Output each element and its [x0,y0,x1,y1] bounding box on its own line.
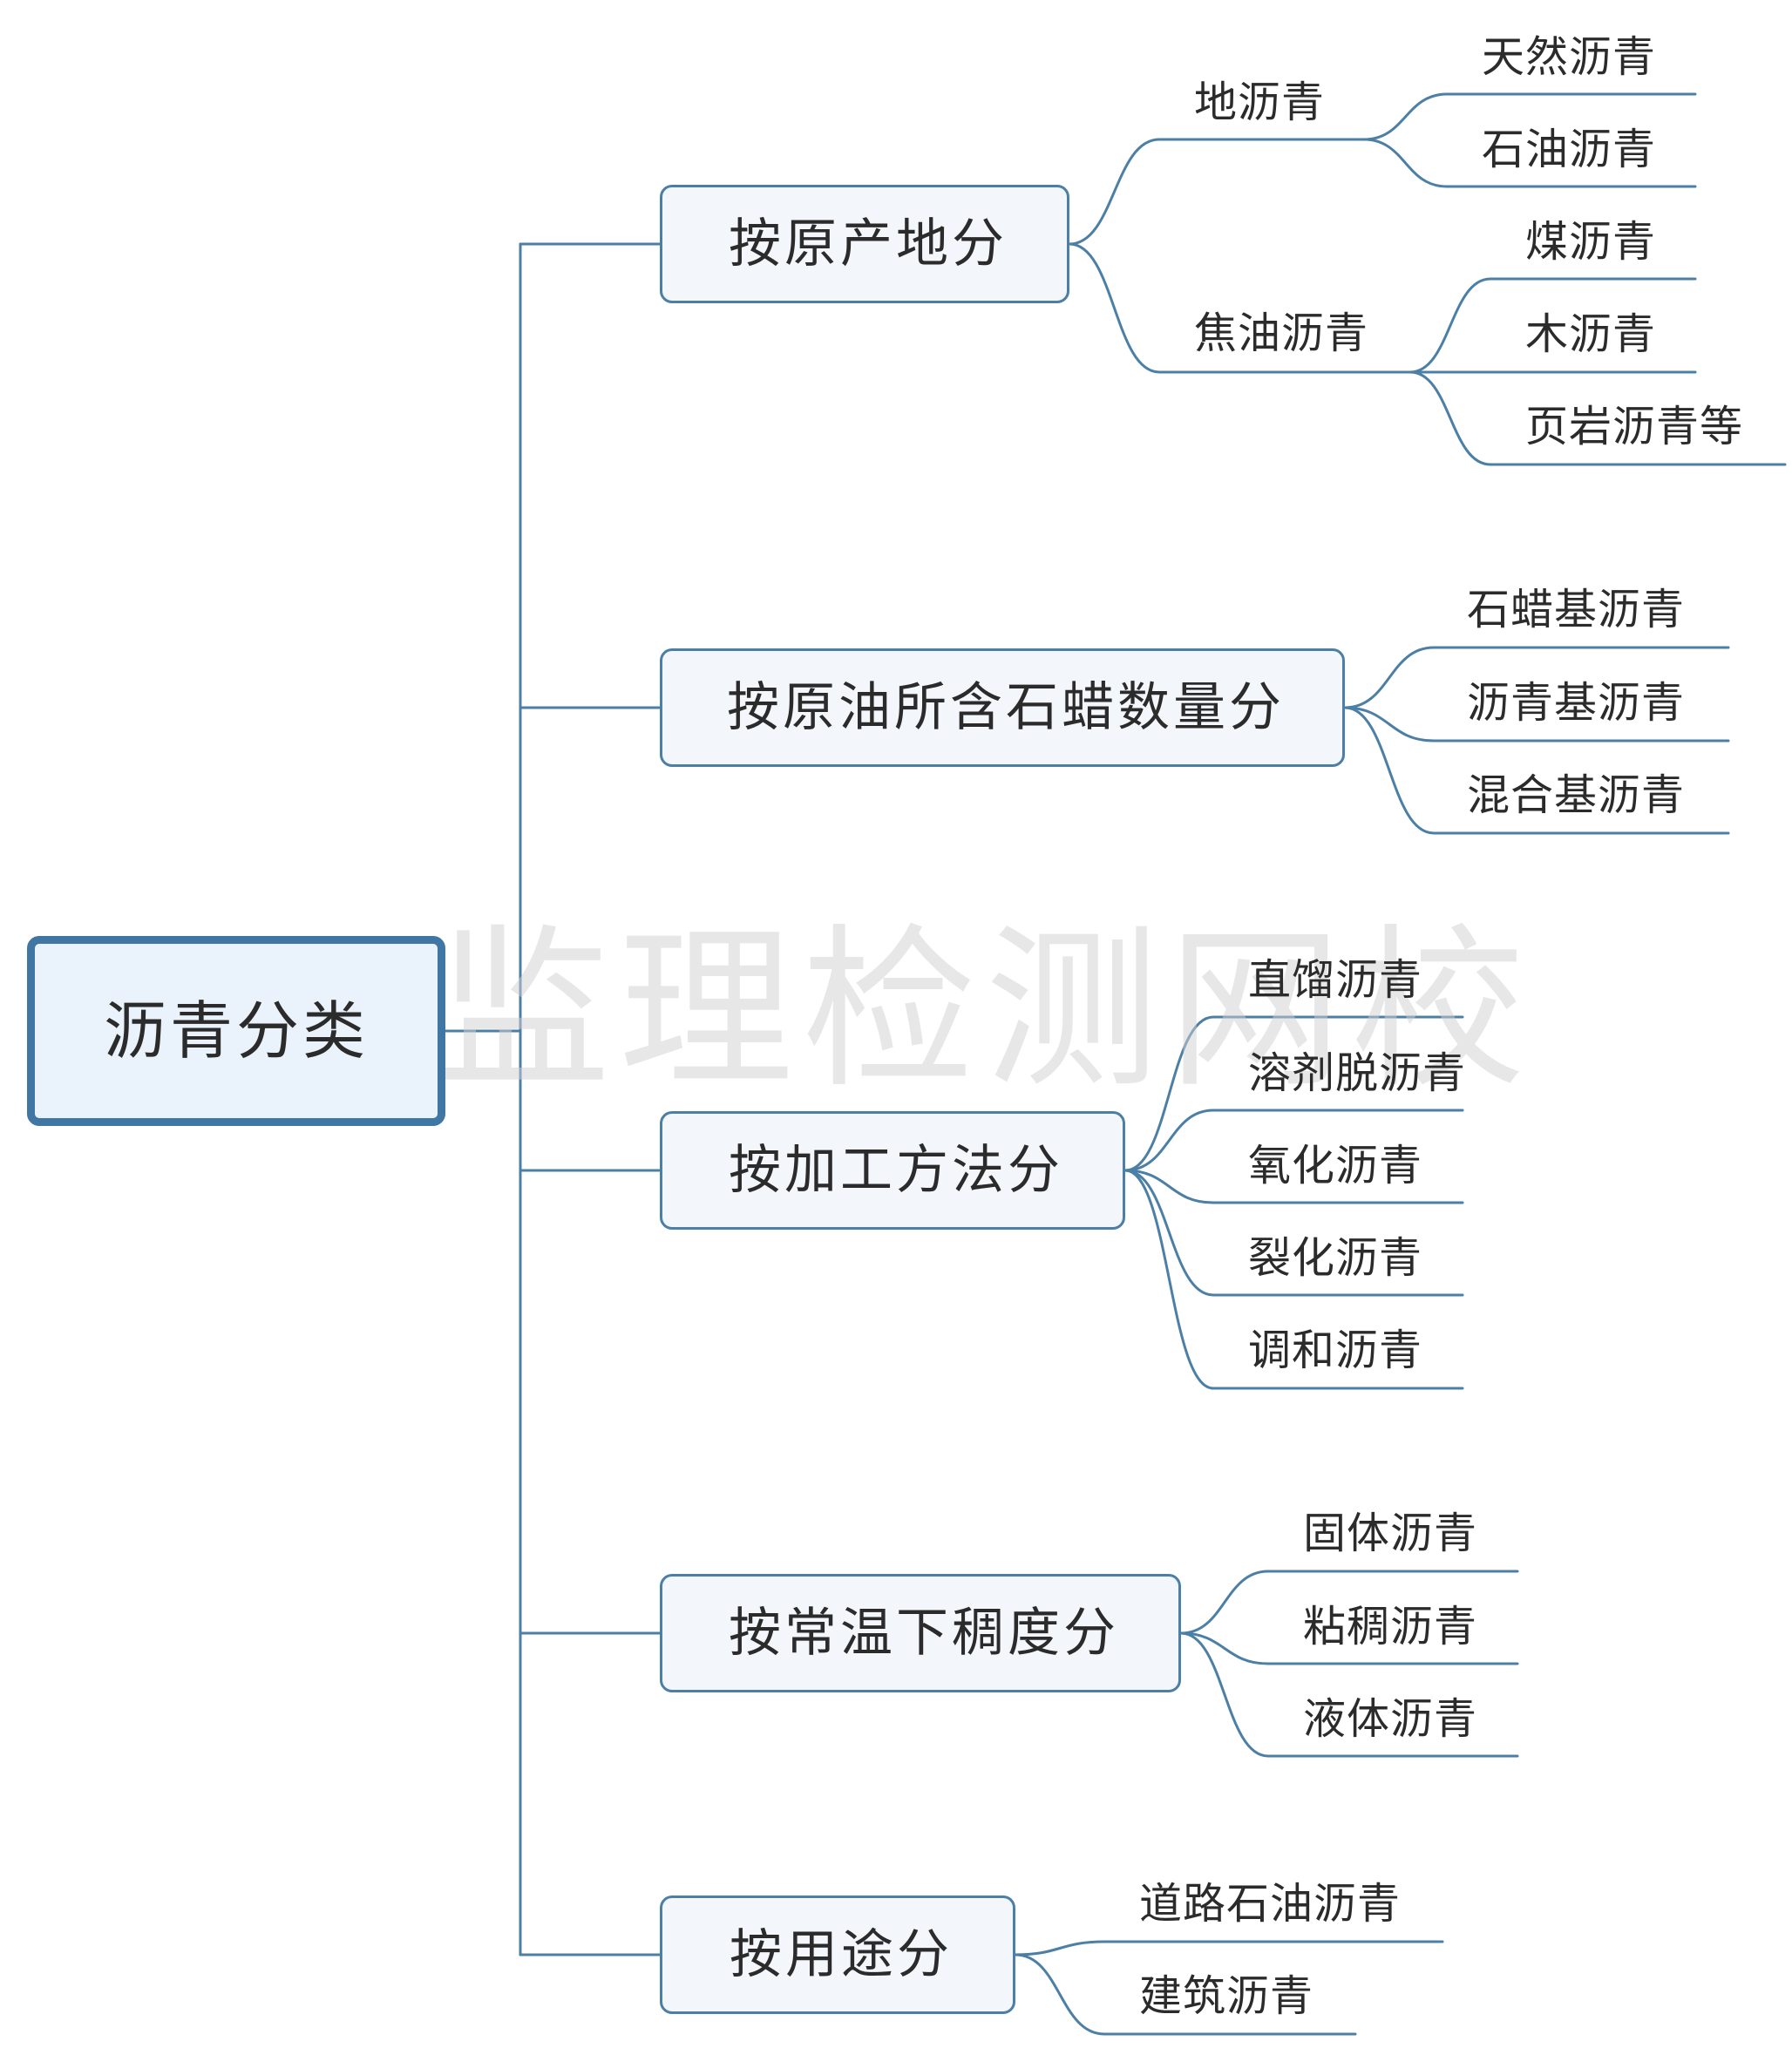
leaf-label[interactable]: 溶剂脱沥青 [1248,1048,1467,1098]
connector-origin-tar [1068,242,1412,374]
branch-node-wax-content[interactable]: 按原油所含石蜡数量分 [660,648,1345,767]
connector-leaf [1408,277,1697,374]
leaf-label[interactable]: 天然沥青 [1482,32,1657,82]
connector-leaf [1179,1631,1519,1665]
connector-leaf [1343,706,1730,835]
branch-node-origin[interactable]: 按原产地分 [660,185,1069,303]
connector-leaf [1343,706,1730,743]
connector-leaf [1123,1109,1464,1172]
watermark: 监理检测网校 [436,909,1535,1112]
connector-leaf [1179,1570,1519,1635]
leaf-label[interactable]: 沥青基沥青 [1467,678,1686,728]
leaf-label[interactable]: 石油沥青 [1482,125,1657,174]
connector-leaf [1408,370,1787,466]
leaf-label[interactable]: 煤沥青 [1525,217,1657,267]
branch-label: 按原产地分 [729,214,1008,275]
connector-leaf [1123,1169,1464,1390]
branch-label: 按加工方法分 [729,1140,1063,1201]
leaf-label[interactable]: 页岩沥青等 [1525,402,1744,451]
subbranch-label-tar-asphalt[interactable]: 焦油沥青 [1194,309,1369,358]
leaf-label[interactable]: 建筑沥青 [1139,1971,1314,2021]
leaf-label[interactable]: 液体沥青 [1303,1694,1478,1744]
leaf-label[interactable]: 石蜡基沥青 [1467,585,1686,634]
branch-node-usage[interactable]: 按用途分 [660,1895,1015,2014]
branch-node-consistency[interactable]: 按常温下稠度分 [660,1574,1181,1692]
leaf-label[interactable]: 裂化沥青 [1248,1233,1423,1283]
connector-leaf [1014,1940,1444,1956]
branch-label: 按用途分 [730,1924,953,1985]
leaf-label[interactable]: 混合基沥青 [1467,770,1686,820]
subbranch-label-natural-asphalt[interactable]: 地沥青 [1194,78,1326,127]
leaf-label[interactable]: 道路石油沥青 [1139,1879,1402,1929]
leaf-label[interactable]: 木沥青 [1525,309,1657,359]
leaf-label[interactable]: 粘稠沥青 [1303,1602,1478,1651]
connector-leaf [1179,1631,1519,1758]
connector-leaf [1123,1169,1464,1204]
root-label: 沥青分类 [103,994,369,1068]
connector-leaf [1014,1953,1357,2036]
leaf-label[interactable]: 氧化沥青 [1248,1141,1423,1190]
connector-leaf [1123,1015,1464,1172]
connector-leaf [1362,92,1697,141]
connector-leaf [1343,646,1730,709]
connector-leaf [1362,138,1697,188]
leaf-label[interactable]: 直馏沥青 [1248,955,1423,1005]
connector-leaf [1123,1169,1464,1297]
branch-node-processing[interactable]: 按加工方法分 [660,1111,1125,1230]
leaf-label[interactable]: 固体沥青 [1303,1509,1478,1558]
connector-origin-natural [1068,138,1366,246]
root-node[interactable]: 沥青分类 [27,936,445,1126]
branch-label: 按原油所含石蜡数量分 [727,677,1285,738]
branch-label: 按常温下稠度分 [729,1603,1119,1664]
leaf-label[interactable]: 调和沥青 [1248,1326,1423,1375]
